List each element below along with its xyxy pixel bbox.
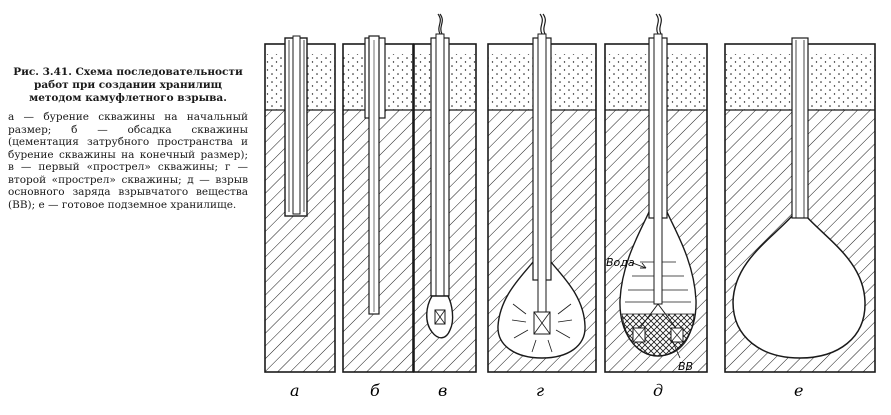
- water-label: Вода: [606, 256, 635, 269]
- panel-label-g: г: [536, 381, 544, 400]
- panel-e: [724, 37, 876, 373]
- panel-label-b: б: [370, 381, 380, 400]
- panel-g: [487, 13, 597, 373]
- panel-label-a: а: [290, 381, 300, 400]
- figure-legend: а — бурение скважины на начальный размер…: [8, 111, 248, 211]
- panel-v: [413, 13, 477, 373]
- panel-labels: а б в г д е: [290, 381, 803, 400]
- explosive-label: ВВ: [678, 360, 693, 373]
- panel-label-e: е: [794, 381, 803, 400]
- panel-label-v: в: [438, 381, 447, 400]
- figure-caption: Рис. 3.41. Схема последовательности рабо…: [8, 66, 248, 211]
- panel-a: [264, 35, 336, 373]
- panel-label-d: д: [653, 381, 663, 400]
- panel-b: [342, 35, 414, 373]
- figure-title: Рис. 3.41. Схема последовательности рабо…: [13, 66, 243, 104]
- panel-d: Вода ВВ: [604, 13, 708, 373]
